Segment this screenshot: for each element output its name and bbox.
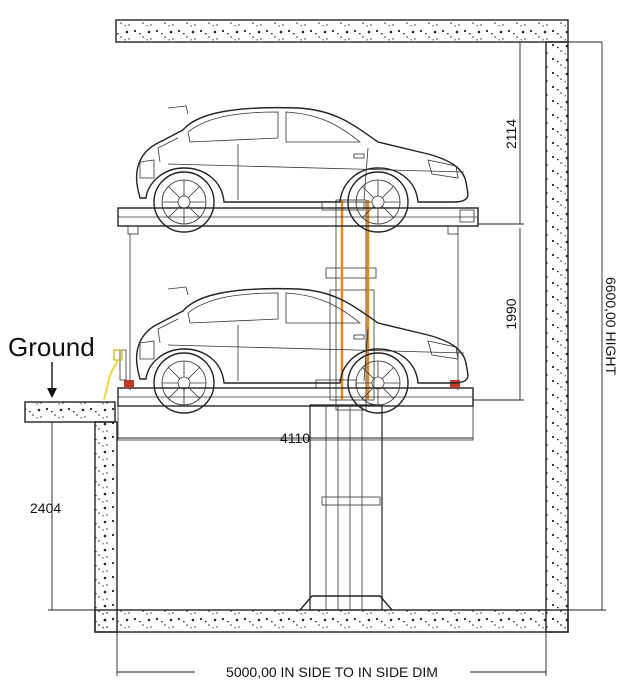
concrete-structure bbox=[24, 19, 569, 633]
dim-total-height: 6600,00 HIGHT bbox=[603, 277, 619, 375]
ground-marker-accent bbox=[103, 359, 119, 401]
pit-left-wall bbox=[94, 421, 118, 633]
ground-sensor bbox=[113, 349, 123, 361]
dim-platform-length: 4110 bbox=[280, 430, 310, 446]
lift-column bbox=[299, 199, 393, 611]
ceiling-slab bbox=[115, 19, 569, 43]
pit-floor bbox=[94, 609, 569, 633]
ground-label: Ground bbox=[8, 332, 95, 362]
lower-car bbox=[135, 286, 469, 414]
right-wall bbox=[545, 41, 569, 633]
dimension-lines bbox=[25, 41, 606, 676]
lower-stop-left bbox=[124, 380, 134, 388]
upper-platform bbox=[117, 201, 479, 390]
lower-platform bbox=[113, 349, 474, 441]
lower-stop-right bbox=[450, 380, 460, 388]
upper-car bbox=[135, 105, 469, 233]
dim-upper-clearance: 2114 bbox=[503, 119, 519, 149]
dim-platform-spacing: 1990 bbox=[503, 298, 519, 329]
dim-inside-width: 5000,00 IN SIDE TO IN SIDE DIM bbox=[226, 664, 438, 680]
arrow-down-icon bbox=[47, 362, 57, 398]
dim-pit-depth: 2404 bbox=[30, 500, 61, 516]
ground-slab bbox=[24, 401, 116, 423]
